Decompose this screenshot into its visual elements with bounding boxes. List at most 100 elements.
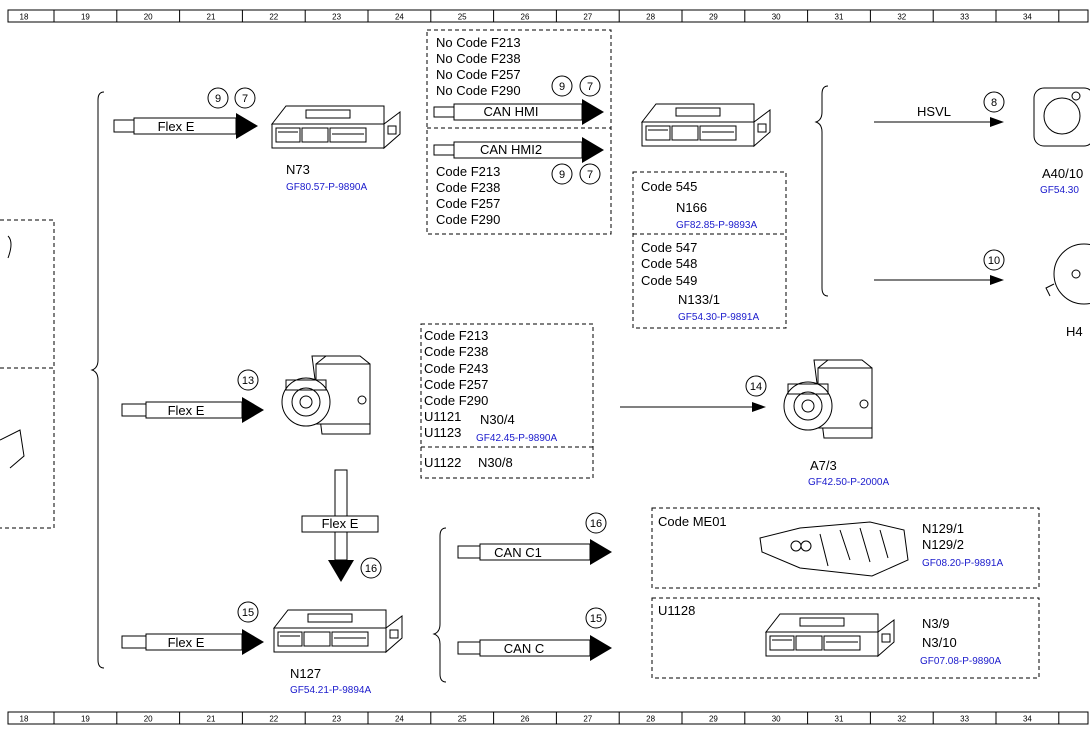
hmi-module-image	[641, 103, 771, 147]
svg-text:Flex E: Flex E	[322, 516, 359, 531]
circle-7-c: 7	[579, 163, 601, 185]
ruler-top-label: 22	[269, 13, 278, 22]
ruler-top-label: 32	[897, 13, 906, 22]
ruler-bottom-label: 26	[521, 715, 530, 724]
svg-text:No Code F290: No Code F290	[436, 83, 521, 98]
n73-module-image	[271, 105, 401, 149]
left-brace	[90, 91, 105, 669]
svg-text:GF82.85-P-9893A: GF82.85-P-9893A	[676, 220, 757, 231]
can-hmi2-label: CAN HMI2	[480, 142, 542, 157]
ruler-top-label: 24	[395, 13, 404, 22]
a7-module-image	[783, 359, 873, 439]
svg-text:10: 10	[988, 255, 1000, 267]
svg-text:8: 8	[991, 97, 997, 109]
svg-text:GF08.20-P-9891A: GF08.20-P-9891A	[922, 558, 1003, 569]
a40-label: A40/10	[1042, 166, 1083, 181]
n73-ref: GF80.57-P-9890A	[286, 182, 367, 193]
n127-ref: GF54.21-P-9894A	[290, 685, 371, 696]
ruler-top-label: 20	[144, 13, 153, 22]
can-hmi-label: CAN HMI	[484, 104, 539, 119]
code-545-box: Code 545 N166 GF82.85-P-9893A Code 547 C…	[632, 171, 787, 329]
svg-text:15: 15	[590, 613, 602, 625]
circle-7-b: 7	[579, 75, 601, 97]
ruler-bottom-label: 31	[835, 715, 844, 724]
svg-text:Code ME01: Code ME01	[658, 514, 727, 529]
svg-text:13: 13	[242, 375, 254, 387]
svg-text:15: 15	[242, 607, 254, 619]
u1128-box: U1128 N3/9 N3/10 GF07.08-P-9890A	[651, 597, 1040, 679]
h4-speaker-image	[1045, 243, 1090, 305]
ruler-bottom-label: 22	[269, 715, 278, 724]
svg-text:N133/1: N133/1	[678, 292, 720, 307]
circle-7-a: 7	[234, 87, 256, 109]
a40-camera-image	[1033, 87, 1090, 147]
svg-text:Code F257: Code F257	[424, 377, 488, 392]
ruler-bottom-label: 33	[960, 715, 969, 724]
svg-text:Code F290: Code F290	[424, 393, 488, 408]
a7-ref: GF42.50-P-2000A	[808, 477, 889, 488]
svg-text:N129/2: N129/2	[922, 537, 964, 552]
ruler-bottom-label: 19	[81, 715, 90, 724]
svg-text:U1122: U1122	[424, 455, 461, 470]
svg-text:Code 548: Code 548	[641, 256, 697, 271]
connector-flex-e-esp: Flex E 13	[121, 369, 264, 423]
svg-text:Code F238: Code F238	[436, 180, 500, 195]
svg-text:No Code F213: No Code F213	[436, 35, 521, 50]
can-c1-connector: CAN C1 16	[457, 512, 612, 565]
a40-ref: GF54.30	[1040, 185, 1079, 196]
svg-text:N3/10: N3/10	[922, 635, 957, 650]
ruler-bottom-label: 24	[395, 715, 404, 724]
vertical-flex-e: Flex E 16	[301, 469, 382, 582]
svg-text:9: 9	[559, 169, 565, 181]
n127-module-image	[273, 609, 403, 653]
ruler-top-label: 18	[20, 13, 29, 22]
ruler-bottom-label: 34	[1023, 715, 1032, 724]
ruler-top-label: 23	[332, 13, 341, 22]
ruler-bottom-label: 27	[583, 715, 592, 724]
svg-text:N129/1: N129/1	[922, 521, 964, 536]
svg-text:9: 9	[215, 93, 221, 105]
svg-text:Code F257: Code F257	[436, 196, 500, 211]
svg-text:GF07.08-P-9890A: GF07.08-P-9890A	[920, 656, 1001, 667]
svg-text:7: 7	[587, 169, 593, 181]
svg-text:14: 14	[750, 381, 762, 393]
svg-text:16: 16	[590, 518, 602, 530]
ruler-top-label: 25	[458, 13, 467, 22]
n73-label: N73	[286, 162, 310, 177]
circle-9-c: 9	[551, 163, 573, 185]
n127-label: N127	[290, 666, 321, 681]
svg-text:Code 547: Code 547	[641, 240, 697, 255]
ruler-top-label: 28	[646, 13, 655, 22]
ruler-bottom-label: 21	[207, 715, 216, 724]
svg-text:9: 9	[559, 81, 565, 93]
ruler-top-label: 33	[960, 13, 969, 22]
svg-text:No Code F238: No Code F238	[436, 51, 521, 66]
lower-brace	[432, 527, 447, 683]
ruler-top-label: 29	[709, 13, 718, 22]
code-me01-box: Code ME01 N129/1 N129/2 GF08.20-P-9891A	[651, 507, 1040, 589]
ruler-top-label: 30	[772, 13, 781, 22]
svg-text:HSVL: HSVL	[917, 104, 951, 119]
svg-text:7: 7	[242, 93, 248, 105]
circle-9-b: 9	[551, 75, 573, 97]
hsvl-line: HSVL 8	[874, 91, 1005, 127]
seat-module-image	[759, 521, 909, 577]
svg-text:16: 16	[365, 563, 377, 575]
svg-text:CAN C1: CAN C1	[494, 545, 542, 560]
svg-text:Code F243: Code F243	[424, 361, 488, 376]
svg-text:Code 549: Code 549	[641, 273, 697, 288]
svg-text:N166: N166	[676, 200, 707, 215]
ruler-top-label: 34	[1023, 13, 1032, 22]
svg-text:Code F290: Code F290	[436, 212, 500, 227]
svg-text:7: 7	[587, 81, 593, 93]
svg-text:CAN C: CAN C	[504, 641, 544, 656]
ruler-top-label: 19	[81, 13, 90, 22]
ruler-top-label: 26	[521, 13, 530, 22]
svg-text:Code F213: Code F213	[424, 328, 488, 343]
connector-flex-e-n127: Flex E 15	[121, 601, 264, 655]
line-10: 10	[874, 249, 1005, 285]
can-c-connector: CAN C 15	[457, 607, 612, 661]
svg-text:N30/8: N30/8	[478, 455, 513, 470]
